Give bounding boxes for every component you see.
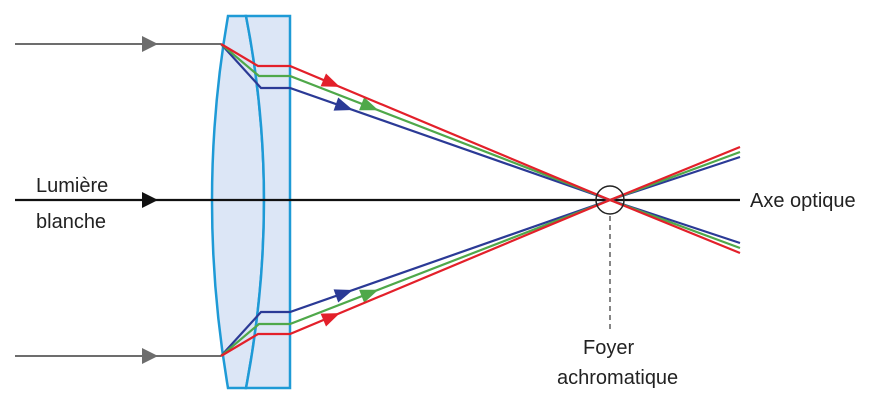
green-ray-arrow-icon [359, 97, 379, 111]
achromatic-lens [210, 14, 292, 390]
dispersed-rays [220, 43, 741, 357]
red-ray-arrow-icon [320, 73, 340, 87]
blue-ray-arrow-icon [333, 289, 353, 303]
incoming-arrow-top-icon [142, 36, 158, 52]
focus-circle [595, 185, 625, 215]
green-ray-arrow-icon [359, 289, 379, 303]
incoming-arrow-bottom-icon [142, 348, 158, 364]
blue-ray-bottom [220, 198, 741, 357]
red-ray-arrow-icon [320, 313, 340, 327]
focus-label-line2: achromatique [557, 367, 679, 389]
green-ray-top [220, 43, 741, 202]
light-label-line1: Lumière [36, 175, 109, 197]
axis-arrow-icon [142, 192, 158, 208]
red-ray-bottom [220, 198, 741, 357]
focus-label-line1: Foyer [583, 337, 635, 359]
green-ray-bottom [220, 198, 741, 357]
blue-ray-arrow-icon [333, 97, 353, 111]
blue-ray-top [220, 43, 741, 202]
red-ray-top [220, 43, 741, 202]
light-label-line2: blanche [36, 211, 107, 233]
optical-axis-label: Axe optique [750, 190, 856, 212]
